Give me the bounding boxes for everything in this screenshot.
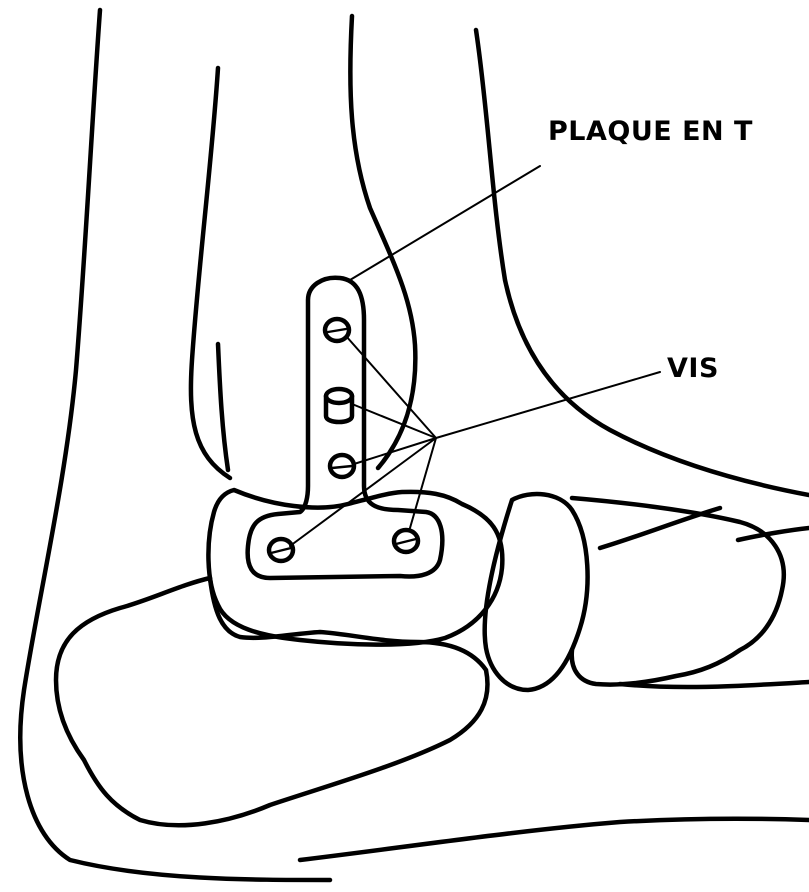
tibia-posterior-edge (350, 16, 415, 468)
screw-3 (330, 455, 354, 477)
leg-outline-posterior (20, 10, 330, 880)
calcaneus-outline (56, 578, 488, 825)
leg-outline-anterior (476, 30, 809, 495)
screw-2 (326, 389, 352, 422)
metatarsal-lines (600, 508, 809, 687)
plate-label: PLAQUE EN T (548, 116, 753, 147)
screw-5 (394, 530, 418, 552)
screw-1 (325, 319, 349, 341)
fibula-anterior-edge (218, 344, 228, 470)
screws-label: VIS (667, 353, 719, 384)
sole-outline (300, 819, 809, 860)
cuneiform-outline (572, 498, 784, 685)
screws-leader-lines (290, 336, 660, 546)
screw-4 (269, 539, 293, 561)
